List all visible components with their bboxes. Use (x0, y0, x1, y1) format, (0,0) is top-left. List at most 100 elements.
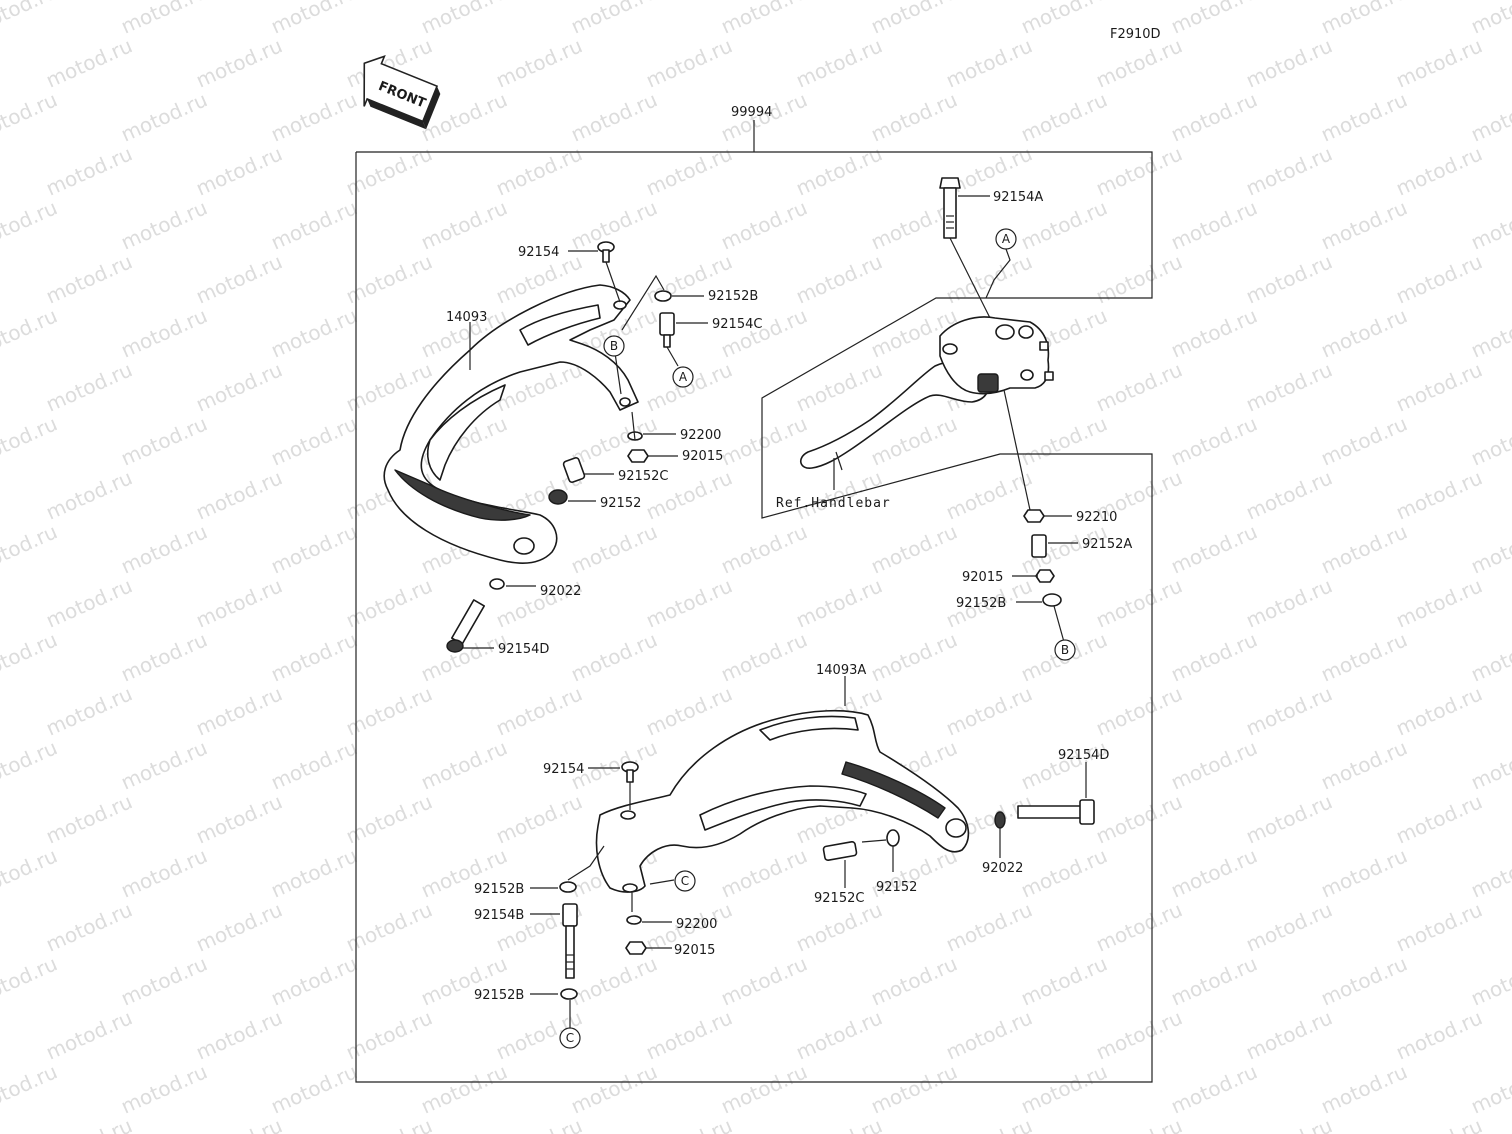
marker-c-upper (674, 870, 696, 892)
watermark-text: motod.ru (1167, 843, 1261, 902)
watermark-text: motod.ru (1242, 249, 1336, 308)
watermark-text: motod.ru (1467, 627, 1512, 686)
watermark-text: motod.ru (1167, 951, 1261, 1010)
watermark-text: motod.ru (1392, 1113, 1486, 1134)
watermark-text: motod.ru (642, 1005, 736, 1064)
watermark-text: motod.ru (192, 897, 286, 956)
watermark-text: motod.ru (1242, 897, 1336, 956)
watermark-text: motod.ru (867, 0, 961, 39)
watermark-text: motod.ru (1467, 411, 1512, 470)
watermark-text: motod.ru (792, 1113, 886, 1134)
watermark-text: motod.ru (792, 897, 886, 956)
watermark-text: motod.ru (867, 951, 961, 1010)
part-labels: 92154 92152B 14093 92154C 92200 92015 92… (446, 190, 1132, 1003)
watermark-text: motod.ru (1017, 843, 1111, 902)
watermark-text: motod.ru (117, 195, 211, 254)
watermark-text: motod.ru (117, 87, 211, 146)
watermark-text: motod.ru (1167, 303, 1261, 362)
watermark-text: motod.ru (1392, 897, 1486, 956)
watermark-text: motod.ru (867, 519, 961, 578)
watermark-text: motod.ru (492, 33, 586, 92)
watermark-text: motod.ru (942, 1113, 1036, 1134)
watermark-text: motod.ru (1017, 735, 1111, 794)
watermark-text: motod.ru (492, 141, 586, 200)
watermark-text: motod.ru (192, 465, 286, 524)
watermark-text: motod.ru (0, 519, 61, 578)
watermark-text: motod.ru (1092, 897, 1186, 956)
watermark-text: motod.ru (192, 249, 286, 308)
watermark-text: motod.ru (567, 411, 661, 470)
watermark-text: motod.ru (1242, 1113, 1336, 1134)
watermark-text: motod.ru (1017, 87, 1111, 146)
watermark-text: motod.ru (1392, 681, 1486, 740)
watermark-text: motod.ru (0, 951, 61, 1010)
marker-b-upper (603, 335, 625, 357)
watermark-text: motod.ru (642, 357, 736, 416)
watermark-text: motod.ru (1467, 843, 1512, 902)
watermark-text: motod.ru (717, 1059, 811, 1118)
watermark-text: motod.ru (117, 843, 211, 902)
part-label-92022-bottom: 92022 (982, 861, 1023, 876)
watermark-text: motod.ru (267, 303, 361, 362)
marker-b-lower-label: B (1061, 643, 1069, 657)
watermark-text: motod.ru (117, 627, 211, 686)
watermark-text: motod.ru (717, 519, 811, 578)
watermark-text: motod.ru (642, 1113, 736, 1134)
marker-c-lower-label: C (566, 1031, 574, 1045)
watermark-text: motod.ru (1467, 1059, 1512, 1118)
part-label-92200-top: 92200 (680, 428, 721, 443)
watermark-text: motod.ru (1242, 789, 1336, 848)
part-label-92152c-top: 92152C (618, 469, 668, 484)
watermark-text: motod.ru (1242, 681, 1336, 740)
watermark-text: motod.ru (192, 681, 286, 740)
watermark-text: motod.ru (42, 141, 136, 200)
watermark-text: motod.ru (717, 0, 811, 39)
watermark-text: motod.ru (567, 0, 661, 39)
watermark-text: motod.ru (267, 951, 361, 1010)
watermark-text: motod.ru (342, 1113, 436, 1134)
watermark-text: motod.ru (1242, 141, 1336, 200)
watermark-text: motod.ru (117, 411, 211, 470)
watermark-text: motod.ru (192, 141, 286, 200)
part-label-92154c: 92154C (712, 317, 762, 332)
watermark-text: motod.ru (567, 1059, 661, 1118)
watermark-text: motod.ru (942, 1005, 1036, 1064)
watermark-text: motod.ru (192, 1113, 286, 1134)
watermark-text: motod.ru (792, 465, 886, 524)
watermark-text: motod.ru (1092, 357, 1186, 416)
watermark-text: motod.ru (567, 519, 661, 578)
watermark-text: motod.ru (1467, 735, 1512, 794)
watermark-text: motod.ru (792, 141, 886, 200)
watermark-text: motod.ru (1317, 87, 1411, 146)
watermark-text: motod.ru (1167, 411, 1261, 470)
watermark-text: motod.ru (1317, 519, 1411, 578)
watermark-text: motod.ru (1092, 681, 1186, 740)
part-label-92152b-right: 92152B (956, 596, 1006, 611)
watermark-text: motod.ru (1167, 627, 1261, 686)
kit-outline (355, 120, 1153, 1083)
watermark-text: motod.ru (0, 627, 61, 686)
watermark-text: motod.ru (1092, 249, 1186, 308)
watermark-text: motod.ru (792, 357, 886, 416)
watermark-text: motod.ru (1317, 735, 1411, 794)
part-label-92152c-bottom: 92152C (814, 891, 864, 906)
watermark-text: motod.ru (117, 519, 211, 578)
watermark-text: motod.ru (1017, 411, 1111, 470)
watermark-text: motod.ru (117, 1059, 211, 1118)
watermark-text: motod.ru (1167, 1059, 1261, 1118)
part-label-92015-top: 92015 (682, 449, 723, 464)
part-label-92152-top: 92152 (600, 496, 641, 511)
marker-a-lower-label: A (679, 370, 688, 384)
watermark-text: motod.ru (1017, 951, 1111, 1010)
watermark-text: motod.ru (717, 195, 811, 254)
lever-leaders (833, 195, 1078, 603)
watermark-text: motod.ru (492, 681, 586, 740)
watermark-text: motod.ru (1317, 0, 1411, 39)
watermark-text: motod.ru (1392, 465, 1486, 524)
watermark-text: motod.ru (1167, 519, 1261, 578)
watermark-text: motod.ru (1317, 411, 1411, 470)
upper-left-hardware (446, 241, 675, 653)
watermark-text: motod.ru (0, 303, 61, 362)
watermark-text: motod.ru (567, 87, 661, 146)
